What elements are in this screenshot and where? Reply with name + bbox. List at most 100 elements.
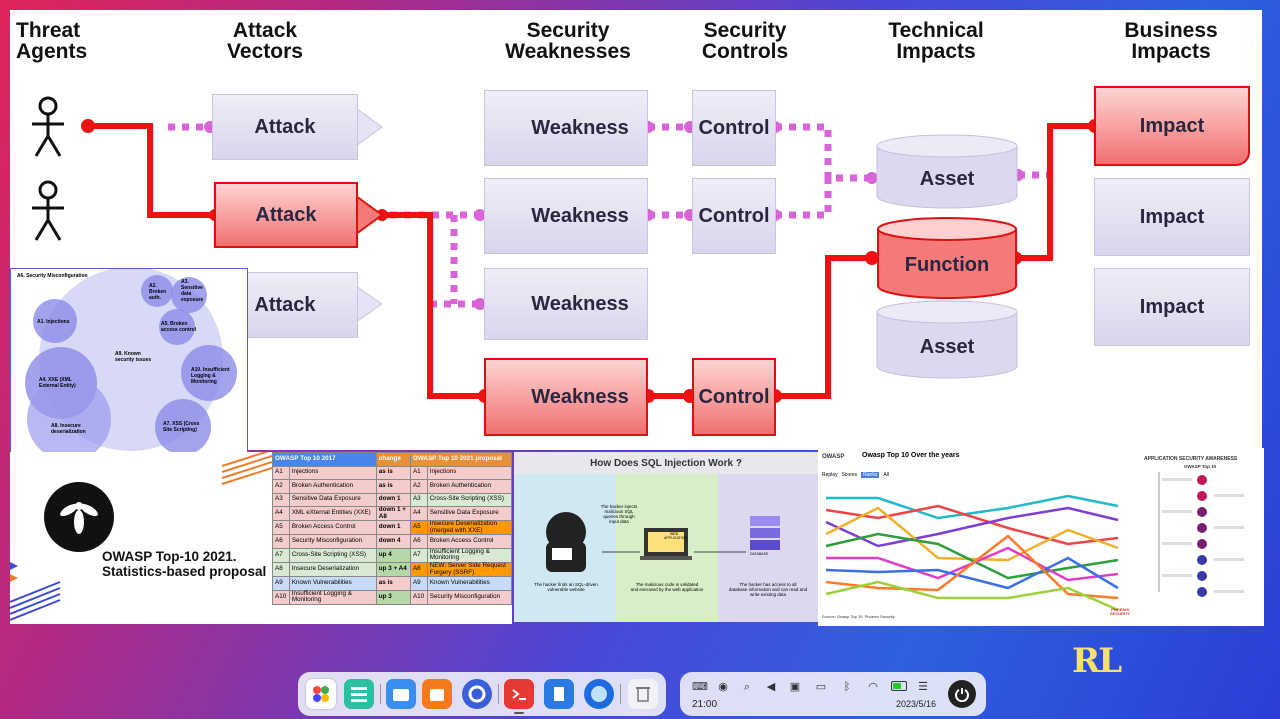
bluetooth-icon[interactable]: ᛒ <box>843 681 851 693</box>
table-cell: Sensitive Data Exposure <box>426 505 512 522</box>
rl-logo: RL <box>1072 641 1122 681</box>
change-cell: as is <box>375 479 411 494</box>
keyboard-icon[interactable]: ⌨ <box>692 681 708 693</box>
sqli-title: How Does SQL Injection Work ? <box>514 452 818 474</box>
owasp-card-title: OWASP Top-10 2021. Statistics-based prop… <box>102 549 267 579</box>
text-editor-icon[interactable] <box>544 679 574 709</box>
trash-icon[interactable] <box>628 679 658 709</box>
attack-label: Attack <box>254 293 316 316</box>
rl-logo-text: RL <box>1072 641 1122 681</box>
bump-title: Owasp Top 10 Over the years <box>862 452 960 459</box>
header-business-impacts: Business Impacts <box>1124 19 1218 63</box>
impact-box-3: Impact <box>1094 268 1250 346</box>
clock-date: 2023/5/16 <box>896 699 937 709</box>
table-cell: A4 <box>409 505 428 522</box>
app-store-icon[interactable] <box>386 679 416 709</box>
replay-button[interactable]: Replay <box>822 472 838 478</box>
header-attack-vectors: Attack Vectors <box>227 19 303 63</box>
table-cell: Injections <box>288 465 377 480</box>
table-cell: Insecure Deserialization <box>288 562 377 578</box>
table-cell: A8 <box>409 562 428 578</box>
function-label: Function <box>904 253 990 276</box>
asset-label: Asset <box>919 335 975 358</box>
power-icon[interactable] <box>948 680 976 708</box>
table-cell: A6 <box>272 534 290 549</box>
table-cell: Cross-Site Scripting (XSS) <box>288 547 377 564</box>
search-icon[interactable]: ⌕ <box>743 681 751 693</box>
table-cell: A9 <box>272 576 290 591</box>
table-cell: A4 <box>272 505 290 522</box>
weakness-box-3: Weakness <box>484 268 648 340</box>
weakness-box-4: Weakness <box>484 358 648 436</box>
table-cell: A3 <box>409 492 428 507</box>
stripes-decoration <box>10 452 272 621</box>
change-cell: down 4 <box>375 534 411 549</box>
wifi-icon[interactable]: ◠ <box>868 681 878 693</box>
appsec-title: APPLICATION SECURITY AWARENESS <box>1144 456 1238 462</box>
sqli-illustrations <box>546 512 780 572</box>
shopping-bag-icon[interactable] <box>422 679 452 709</box>
header-2021: OWASP Top 10 2021 proposal <box>409 452 512 467</box>
change-cell: as is <box>375 465 411 480</box>
image-icon[interactable]: ▣ <box>789 681 801 693</box>
table-cell: A9 <box>409 576 428 591</box>
browser-icon[interactable] <box>584 679 614 709</box>
volume-icon[interactable]: ◀ <box>766 681 776 693</box>
sqli-step-4: The hacker has access to all database in… <box>728 582 808 597</box>
change-cell: down 1 + A8 <box>375 505 411 522</box>
chat-icon[interactable]: ▭ <box>815 681 827 693</box>
table-cell: Cross-Site Scripting (XSS) <box>426 492 512 507</box>
table-cell: Insufficient Logging & Monitoring <box>426 547 512 564</box>
table-cell: A2 <box>409 479 428 494</box>
sqli-step-1: The hacker finds an SQL-driven vulnerabl… <box>534 582 598 592</box>
table-cell: Broken Access Control <box>288 520 377 536</box>
threat-agent-icon <box>32 96 64 241</box>
table-cell: A8 <box>272 562 290 578</box>
weakness-label: Weakness <box>531 204 629 227</box>
scores-button[interactable]: Scores <box>841 472 858 478</box>
bump-lines <box>825 494 1119 612</box>
impact-label: Impact <box>1139 295 1205 318</box>
table-cell: A7 <box>272 547 290 564</box>
all-select[interactable]: All <box>883 472 889 478</box>
impact-box-1: Impact <box>1094 86 1250 166</box>
clock-time: 21:00 <box>692 699 718 710</box>
impact-label: Impact <box>1139 205 1205 228</box>
attack-box-1: Attack <box>212 94 358 160</box>
appsec-subtitle: OWASP Top 10 <box>1184 464 1217 469</box>
change-cell: up 4 <box>375 547 411 564</box>
sqli-step-2: The hacker injects malicious SQL queries… <box>600 504 638 524</box>
appsec-steps <box>1158 472 1244 597</box>
launcher-icon[interactable] <box>306 679 336 709</box>
venn-title: A6. Security Misconfiguration <box>17 273 88 279</box>
ranks-button[interactable]: Ranks <box>861 472 880 478</box>
table-cell: A5 <box>272 520 290 536</box>
control-box-2: Control <box>692 178 776 254</box>
table-cell: Broken Authentication <box>288 479 377 494</box>
header-technical-impacts: Technical Impacts <box>888 19 984 63</box>
venn-label: A10. Insufficient Logging & Monitoring <box>191 367 230 385</box>
weakness-box-1: Weakness <box>484 90 648 166</box>
table-cell: A7 <box>409 547 428 564</box>
owasp-brand: OWASP <box>822 454 845 460</box>
toggle-icon[interactable]: ☰ <box>918 681 928 693</box>
weakness-label: Weakness <box>531 385 629 408</box>
venn-label: A4. XXE (XML External Entity) <box>39 377 76 389</box>
change-cell: down 1 <box>375 492 411 507</box>
terminal-icon[interactable] <box>504 679 534 709</box>
appsec-awareness-panel: APPLICATION SECURITY AWARENESS OWASP Top… <box>1140 448 1264 626</box>
file-manager-icon[interactable] <box>344 679 374 709</box>
screenshot-icon[interactable]: ◉ <box>718 681 728 693</box>
settings-icon[interactable] <box>462 679 492 709</box>
venn-label: A7. XSS (Cross Site Scripting) <box>163 421 200 433</box>
table-cell: Insecure Deserialization (merged with XX… <box>426 520 512 536</box>
battery-icon[interactable] <box>890 681 908 693</box>
change-cell: up 3 + A4 <box>375 562 411 578</box>
owasp-card: OWASP Top-10 2021. Statistics-based prop… <box>10 452 272 624</box>
